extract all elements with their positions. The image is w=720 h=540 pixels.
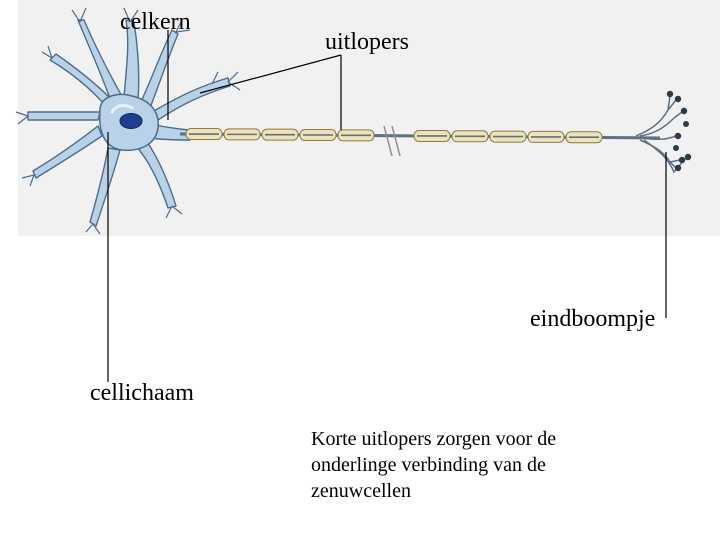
- label-cellichaam: cellichaam: [90, 380, 194, 406]
- leader-uitlopers-left: [199, 54, 342, 94]
- synaptic-knobs: [666, 90, 692, 172]
- label-eindboompje: eindboompje: [530, 306, 656, 332]
- cell-body-highlight: [110, 103, 134, 114]
- leader-lines: [107, 30, 667, 382]
- label-celkern: celkern: [120, 9, 191, 35]
- terminal-branches: [635, 95, 687, 174]
- label-uitlopers: uitlopers: [325, 29, 409, 55]
- caption-text: Korte uitlopers zorgen voor de onderling…: [311, 428, 557, 502]
- axon-break-marks: [383, 125, 401, 157]
- myelin-sheath: [185, 128, 603, 144]
- nucleus: [119, 113, 143, 129]
- dendrite-twigs: [15, 7, 241, 235]
